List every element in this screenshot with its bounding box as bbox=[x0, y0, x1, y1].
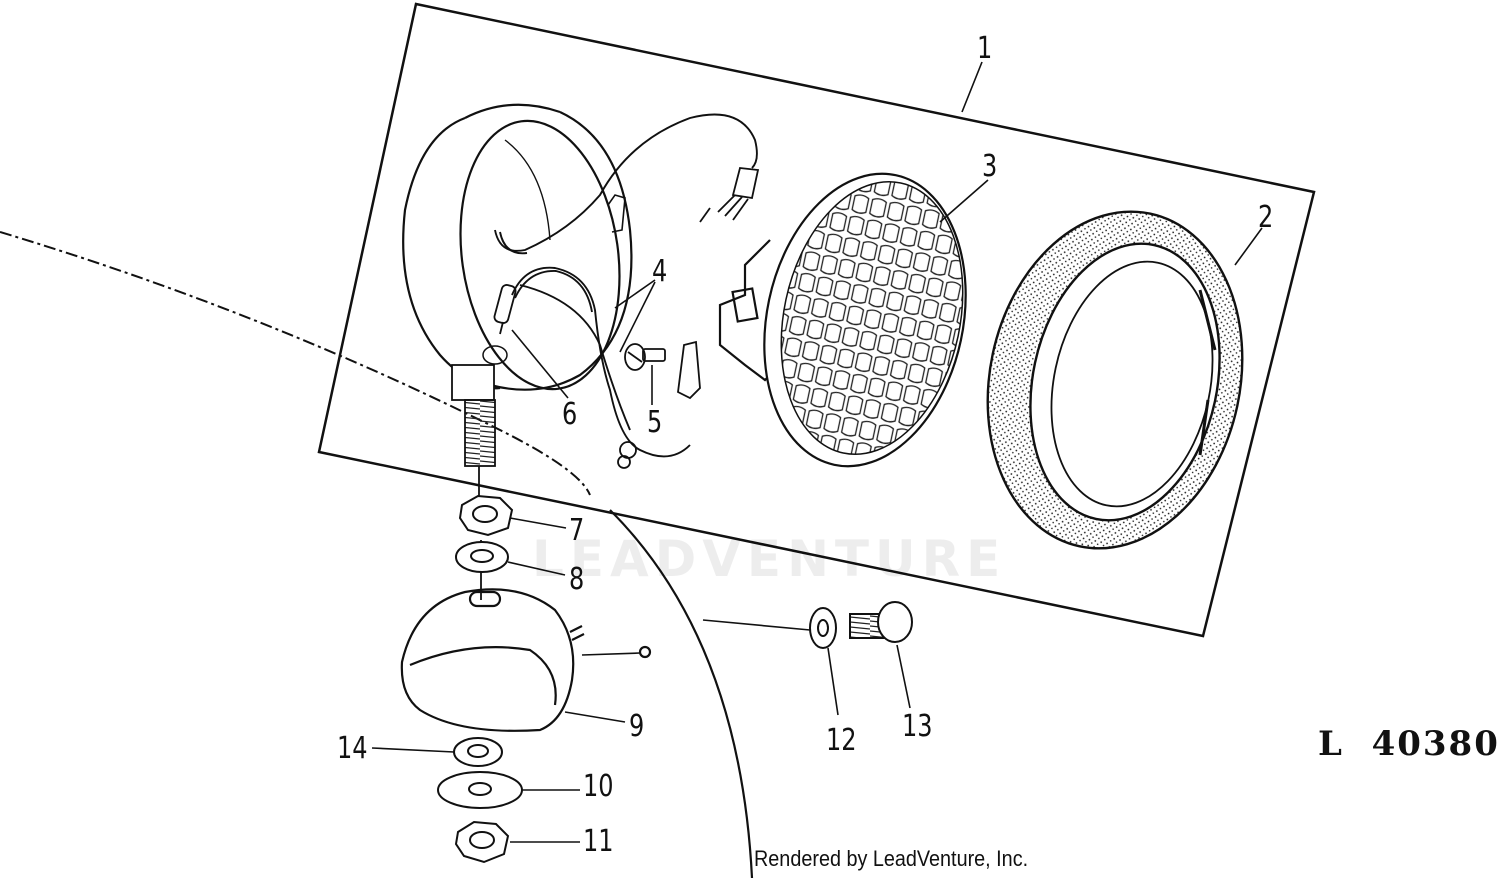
terminal-screw bbox=[624, 343, 666, 371]
hex-nut-upper bbox=[458, 494, 514, 537]
sealed-beam-lamp bbox=[718, 172, 967, 468]
callout-10: 10 bbox=[583, 769, 614, 804]
callout-11: 11 bbox=[583, 824, 614, 859]
ground-terminal bbox=[617, 340, 701, 469]
wiring-harness bbox=[494, 113, 758, 458]
hex-nut-lower bbox=[454, 820, 510, 864]
mounting-stud bbox=[451, 364, 496, 600]
trim-ring bbox=[986, 210, 1244, 550]
callout-13: 13 bbox=[902, 709, 933, 744]
figure-code: L 40380 bbox=[1318, 724, 1500, 764]
assembly-boundary bbox=[317, 2, 1316, 638]
mounting-bracket bbox=[400, 588, 652, 732]
leader-lines bbox=[371, 61, 1263, 843]
watermark-text: LEADVENTURE bbox=[532, 530, 1007, 588]
fender-curve-lower bbox=[609, 509, 754, 878]
bulb-connector bbox=[493, 284, 517, 335]
bolt-washer bbox=[809, 607, 837, 649]
callout-2: 2 bbox=[1258, 200, 1274, 235]
callout-12: 12 bbox=[826, 723, 857, 758]
footer-credit: Rendered by LeadVenture, Inc. bbox=[754, 846, 1029, 871]
callout-4: 4 bbox=[652, 254, 668, 289]
callout-6: 6 bbox=[562, 397, 578, 432]
callout-7: 7 bbox=[569, 513, 585, 548]
lock-washer-lower bbox=[453, 737, 503, 767]
callout-8: 8 bbox=[569, 562, 585, 597]
flat-washer bbox=[437, 771, 523, 809]
wire-plug bbox=[699, 167, 760, 223]
callout-9: 9 bbox=[629, 709, 645, 744]
callout-14: 14 bbox=[337, 731, 368, 766]
callout-3: 3 bbox=[982, 149, 998, 184]
fender-curve-upper bbox=[0, 231, 591, 496]
lock-washer bbox=[455, 541, 509, 573]
callout-1: 1 bbox=[977, 31, 993, 66]
callout-5: 5 bbox=[647, 405, 663, 440]
carriage-bolt bbox=[849, 601, 913, 643]
